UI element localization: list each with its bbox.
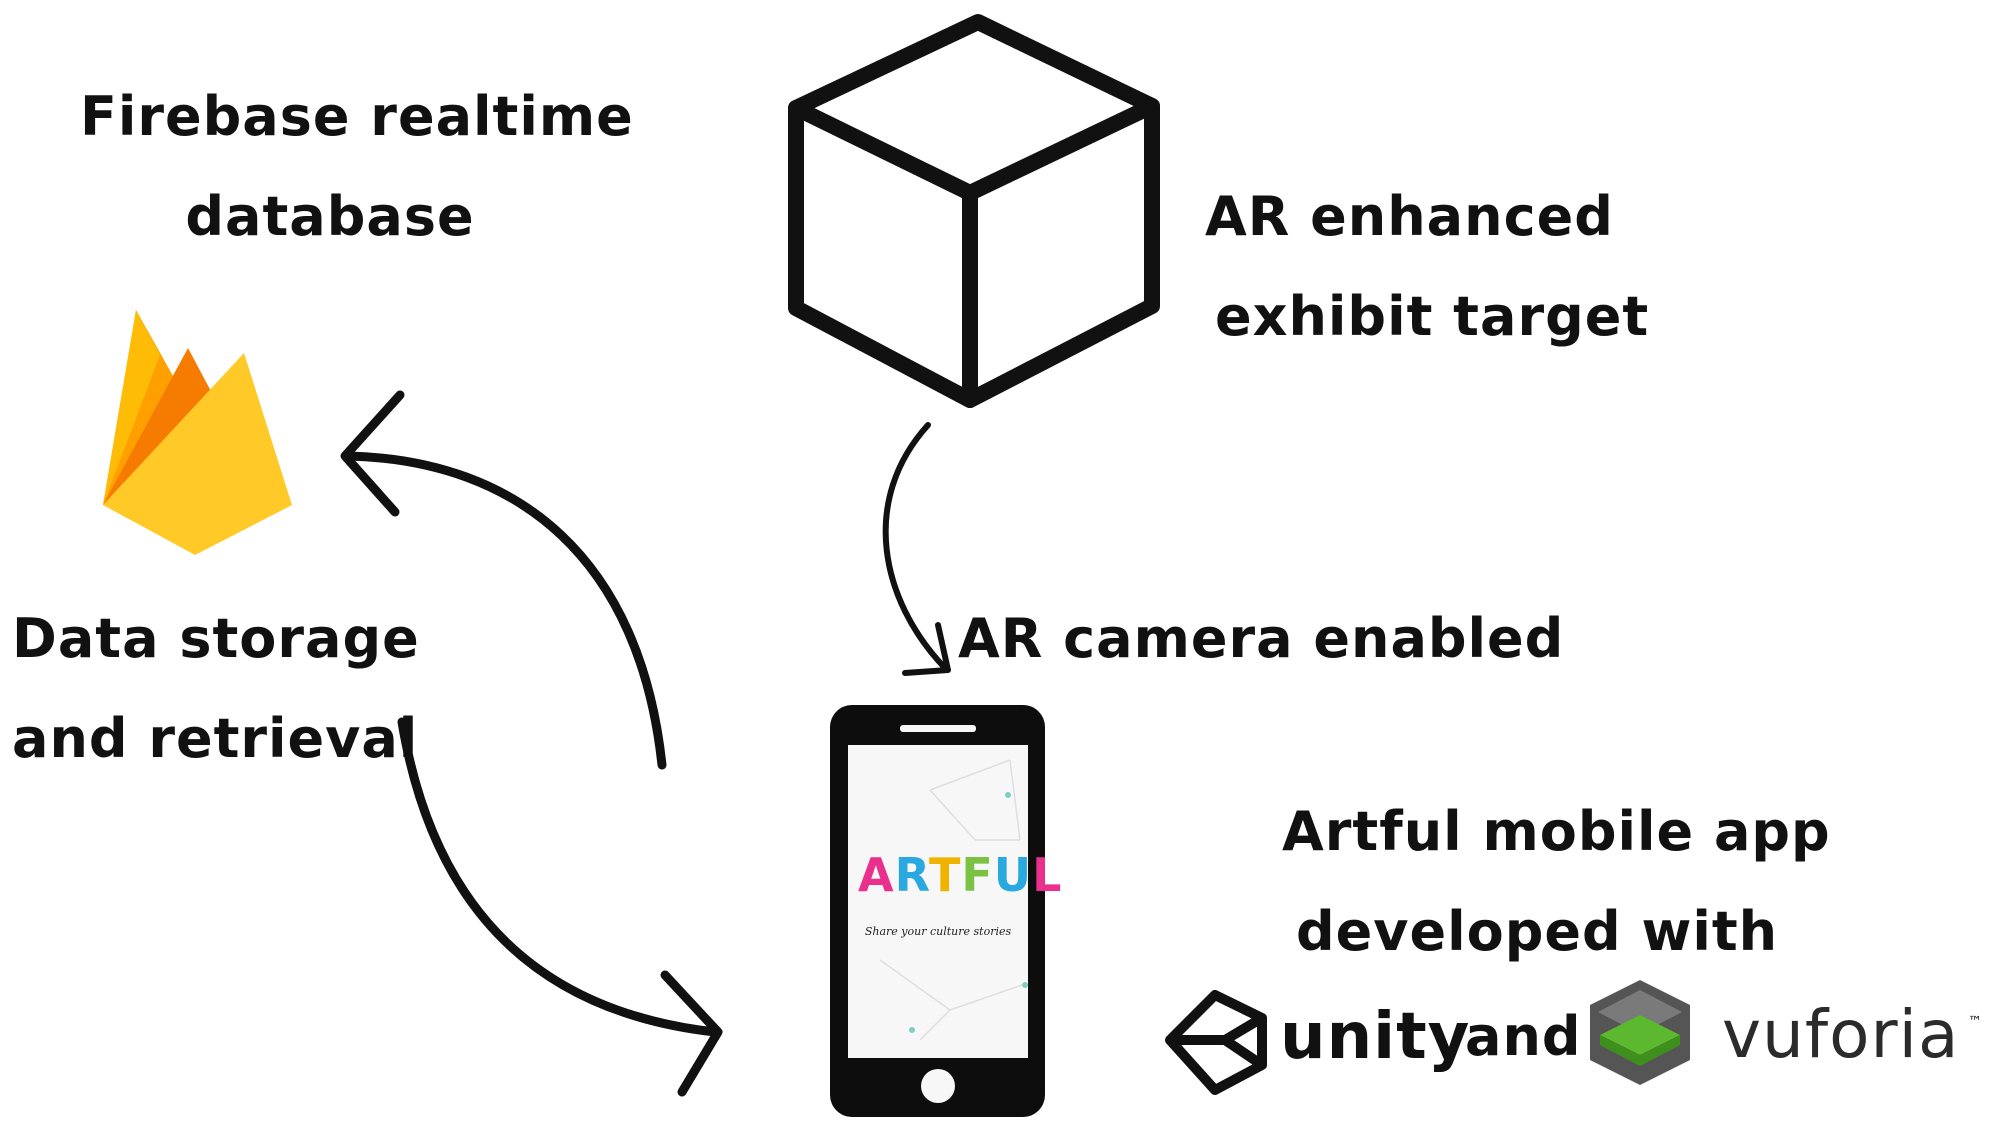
arrow-to-firebase-head <box>340 390 405 517</box>
artful-letter-5: U <box>993 848 1033 902</box>
artful-tagline: Share your culture stories <box>864 925 1012 938</box>
data-storage-label-line2: and retrieval <box>12 707 419 770</box>
ar-camera-label: AR camera enabled <box>958 607 1565 670</box>
arrow-to-firebase <box>343 451 667 770</box>
arrow-cube-to-phone <box>882 422 948 671</box>
ar-target-label-line1: AR enhanced <box>1205 185 1614 248</box>
artful-letter-1: A <box>858 848 895 902</box>
and-label: and <box>1465 1005 1582 1068</box>
vuforia-wordmark: vuforia <box>1722 996 1960 1073</box>
data-storage-label-line1: Data storage <box>12 607 420 670</box>
app-label-line2: developed with <box>1296 900 1779 963</box>
artful-letter-2: R <box>894 848 929 902</box>
artful-logo: ARTFUL <box>858 852 1061 898</box>
vuforia-trademark: ™ <box>1968 1014 1983 1030</box>
artful-letter-6: L <box>1032 848 1063 902</box>
artful-letter-4: F <box>961 848 994 902</box>
firebase-icon <box>103 310 292 555</box>
firebase-label-line2: database <box>185 185 475 248</box>
artful-letter-3: T <box>928 848 962 902</box>
app-label-line1: Artful mobile app <box>1282 800 1831 863</box>
unity-icon <box>1165 990 1267 1095</box>
phone-icon <box>830 705 1045 1117</box>
arrows <box>340 390 951 1097</box>
cube-icon <box>788 14 1160 408</box>
vuforia-icon <box>1590 980 1690 1085</box>
unity-wordmark: unity <box>1280 1000 1471 1074</box>
firebase-label-line1: Firebase realtime <box>80 85 634 148</box>
arrow-to-phone-head <box>660 970 723 1097</box>
arrow-to-phone <box>397 717 720 1037</box>
ar-target-label-line2: exhibit target <box>1215 285 1650 348</box>
arrow-cube-to-phone-head <box>902 622 951 676</box>
